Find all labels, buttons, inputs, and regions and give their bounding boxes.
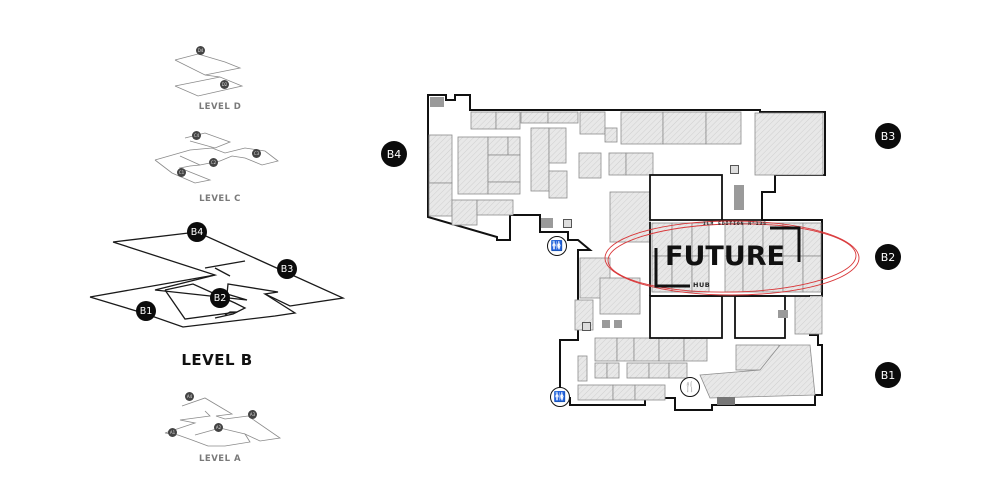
restroom-icon[interactable]: 🚻 [547, 236, 567, 256]
level-d-option[interactable]: D4 D2 LEVEL D [150, 40, 290, 115]
future-hub-subtitle: HUB [693, 281, 711, 289]
zone-badge-b1[interactable]: B1 [875, 362, 901, 388]
level-b-label: LEVEL B [181, 351, 253, 369]
future-hub-tagline: ILM EDITION N°135 [703, 222, 768, 227]
zone-badge-d2[interactable]: D2 [220, 80, 229, 89]
escalators [430, 97, 788, 405]
zone-badge-c1[interactable]: C1 [177, 168, 186, 177]
level-b-outline [89, 231, 346, 328]
level-a-option[interactable]: A4 A3 A2 A1 LEVEL A [150, 388, 290, 468]
level-c-label: LEVEL C [199, 194, 241, 204]
elevator-icon[interactable] [582, 322, 591, 331]
level-b-option[interactable]: B4 B3 B2 B1 LEVEL B [85, 220, 355, 375]
zone-badge-b2[interactable]: B2 [210, 288, 230, 308]
elevator-icon[interactable] [563, 219, 572, 228]
zone-badge-b1[interactable]: B1 [136, 301, 156, 321]
future-hub-highlight[interactable] [604, 220, 860, 296]
zone-badge-b4[interactable]: B4 [187, 222, 207, 242]
zone-badge-b3[interactable]: B3 [277, 259, 297, 279]
zone-badge-a3[interactable]: A3 [248, 410, 257, 419]
level-c-option[interactable]: C4 C3 C2 C1 LEVEL C [150, 128, 290, 208]
building-outline [427, 94, 826, 411]
elevator-icon[interactable] [730, 165, 739, 174]
future-hub-title[interactable]: FUTURE [665, 241, 785, 272]
zone-badge-a1[interactable]: A1 [168, 428, 177, 437]
dining-icon[interactable]: 🍴 [680, 377, 700, 397]
zone-badge-b3[interactable]: B3 [875, 123, 901, 149]
future-hub-logo-frame [654, 226, 801, 288]
zone-badge-a2[interactable]: A2 [214, 423, 223, 432]
atrium-voids [649, 174, 786, 339]
level-d-label: LEVEL D [198, 102, 242, 112]
zone-badge-a4[interactable]: A4 [185, 392, 194, 401]
zone-badge-c3[interactable]: C3 [252, 149, 261, 158]
level-a-label: LEVEL A [198, 454, 242, 464]
store-units [428, 111, 824, 401]
restroom-icon[interactable]: 🚻 [550, 387, 570, 407]
zone-badge-c4[interactable]: C4 [192, 131, 201, 140]
level-d-outline [174, 53, 244, 97]
zone-badge-b4[interactable]: B4 [381, 141, 407, 167]
zone-badge-b2[interactable]: B2 [875, 244, 901, 270]
zone-badge-c2[interactable]: C2 [209, 158, 218, 167]
zone-badge-d4[interactable]: D4 [196, 46, 205, 55]
